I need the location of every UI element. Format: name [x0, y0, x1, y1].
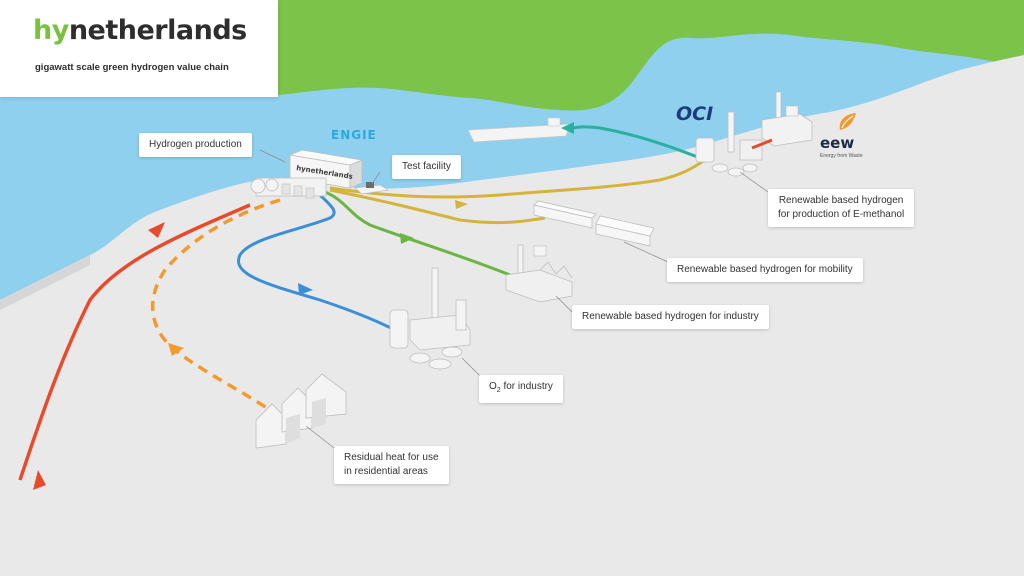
brand-logo: hynetherlands	[33, 15, 247, 46]
hydrogen-production-plant: hynetherlands	[250, 149, 364, 199]
tanker-ship	[467, 117, 571, 143]
shore-land	[278, 0, 1024, 111]
blue-o2-flow	[237, 193, 396, 332]
eew-subtitle: Energy from Waste	[820, 153, 863, 159]
label-mobility: Renewable based hydrogen for mobility	[667, 258, 863, 282]
industry-factory	[505, 244, 573, 303]
label-residual-line1: Residual heat for use	[344, 452, 439, 463]
label-industry: Renewable based hydrogen for industry	[572, 305, 769, 329]
eew-logo: eew Energy from Waste	[818, 112, 878, 164]
label-e-methanol: Renewable based hydrogen for production …	[768, 189, 915, 227]
label-residual-line2: in residential areas	[344, 466, 428, 477]
yellow-mobility-flow	[329, 188, 546, 225]
eew-plant	[751, 91, 813, 150]
red-arrowhead-bottom	[33, 470, 46, 490]
brand-rest: netherlands	[68, 15, 247, 46]
brand-card: hynetherlands gigawatt scale green hydro…	[0, 0, 278, 97]
red-arrowhead-mid	[148, 222, 165, 238]
teal-methanol-flow	[571, 125, 706, 162]
brand-tagline: gigawatt scale green hydrogen value chai…	[35, 62, 229, 73]
residential-houses	[255, 373, 347, 449]
label-hydrogen-production: Hydrogen production	[139, 133, 252, 157]
green-arrowhead	[400, 233, 414, 244]
o2-suffix: for industry	[500, 381, 553, 392]
orange-arrowhead	[168, 343, 184, 356]
eew-name: eew	[820, 134, 855, 152]
yellow-methanol-flow	[329, 158, 706, 199]
leader-lines	[259, 149, 769, 449]
label-residual-heat: Residual heat for use in residential are…	[334, 446, 449, 484]
o2-industry-refinery	[389, 267, 471, 370]
test-facility-building	[354, 182, 389, 195]
brand-prefix: hy	[33, 15, 69, 46]
teal-arrowhead	[561, 122, 574, 134]
label-o2-industry: O2 for industry	[479, 375, 563, 403]
engie-logo: ENGIE	[331, 128, 377, 142]
hydrogen-trains	[533, 200, 655, 247]
o2-symbol: O	[489, 381, 497, 392]
flame-icon	[839, 113, 856, 130]
yellow-arrowhead	[455, 200, 468, 209]
red-power-flow	[18, 203, 251, 481]
label-e-methanol-line2: for production of E-methanol	[778, 209, 905, 220]
blue-arrowhead	[298, 283, 313, 295]
green-industry-flow	[324, 190, 511, 277]
o2-subscript: 2	[496, 387, 501, 394]
label-test-facility: Test facility	[392, 155, 461, 179]
label-e-methanol-line1: Renewable based hydrogen	[778, 195, 904, 206]
orange-heat-flow	[150, 198, 281, 412]
oci-logo: OCI	[676, 103, 714, 125]
